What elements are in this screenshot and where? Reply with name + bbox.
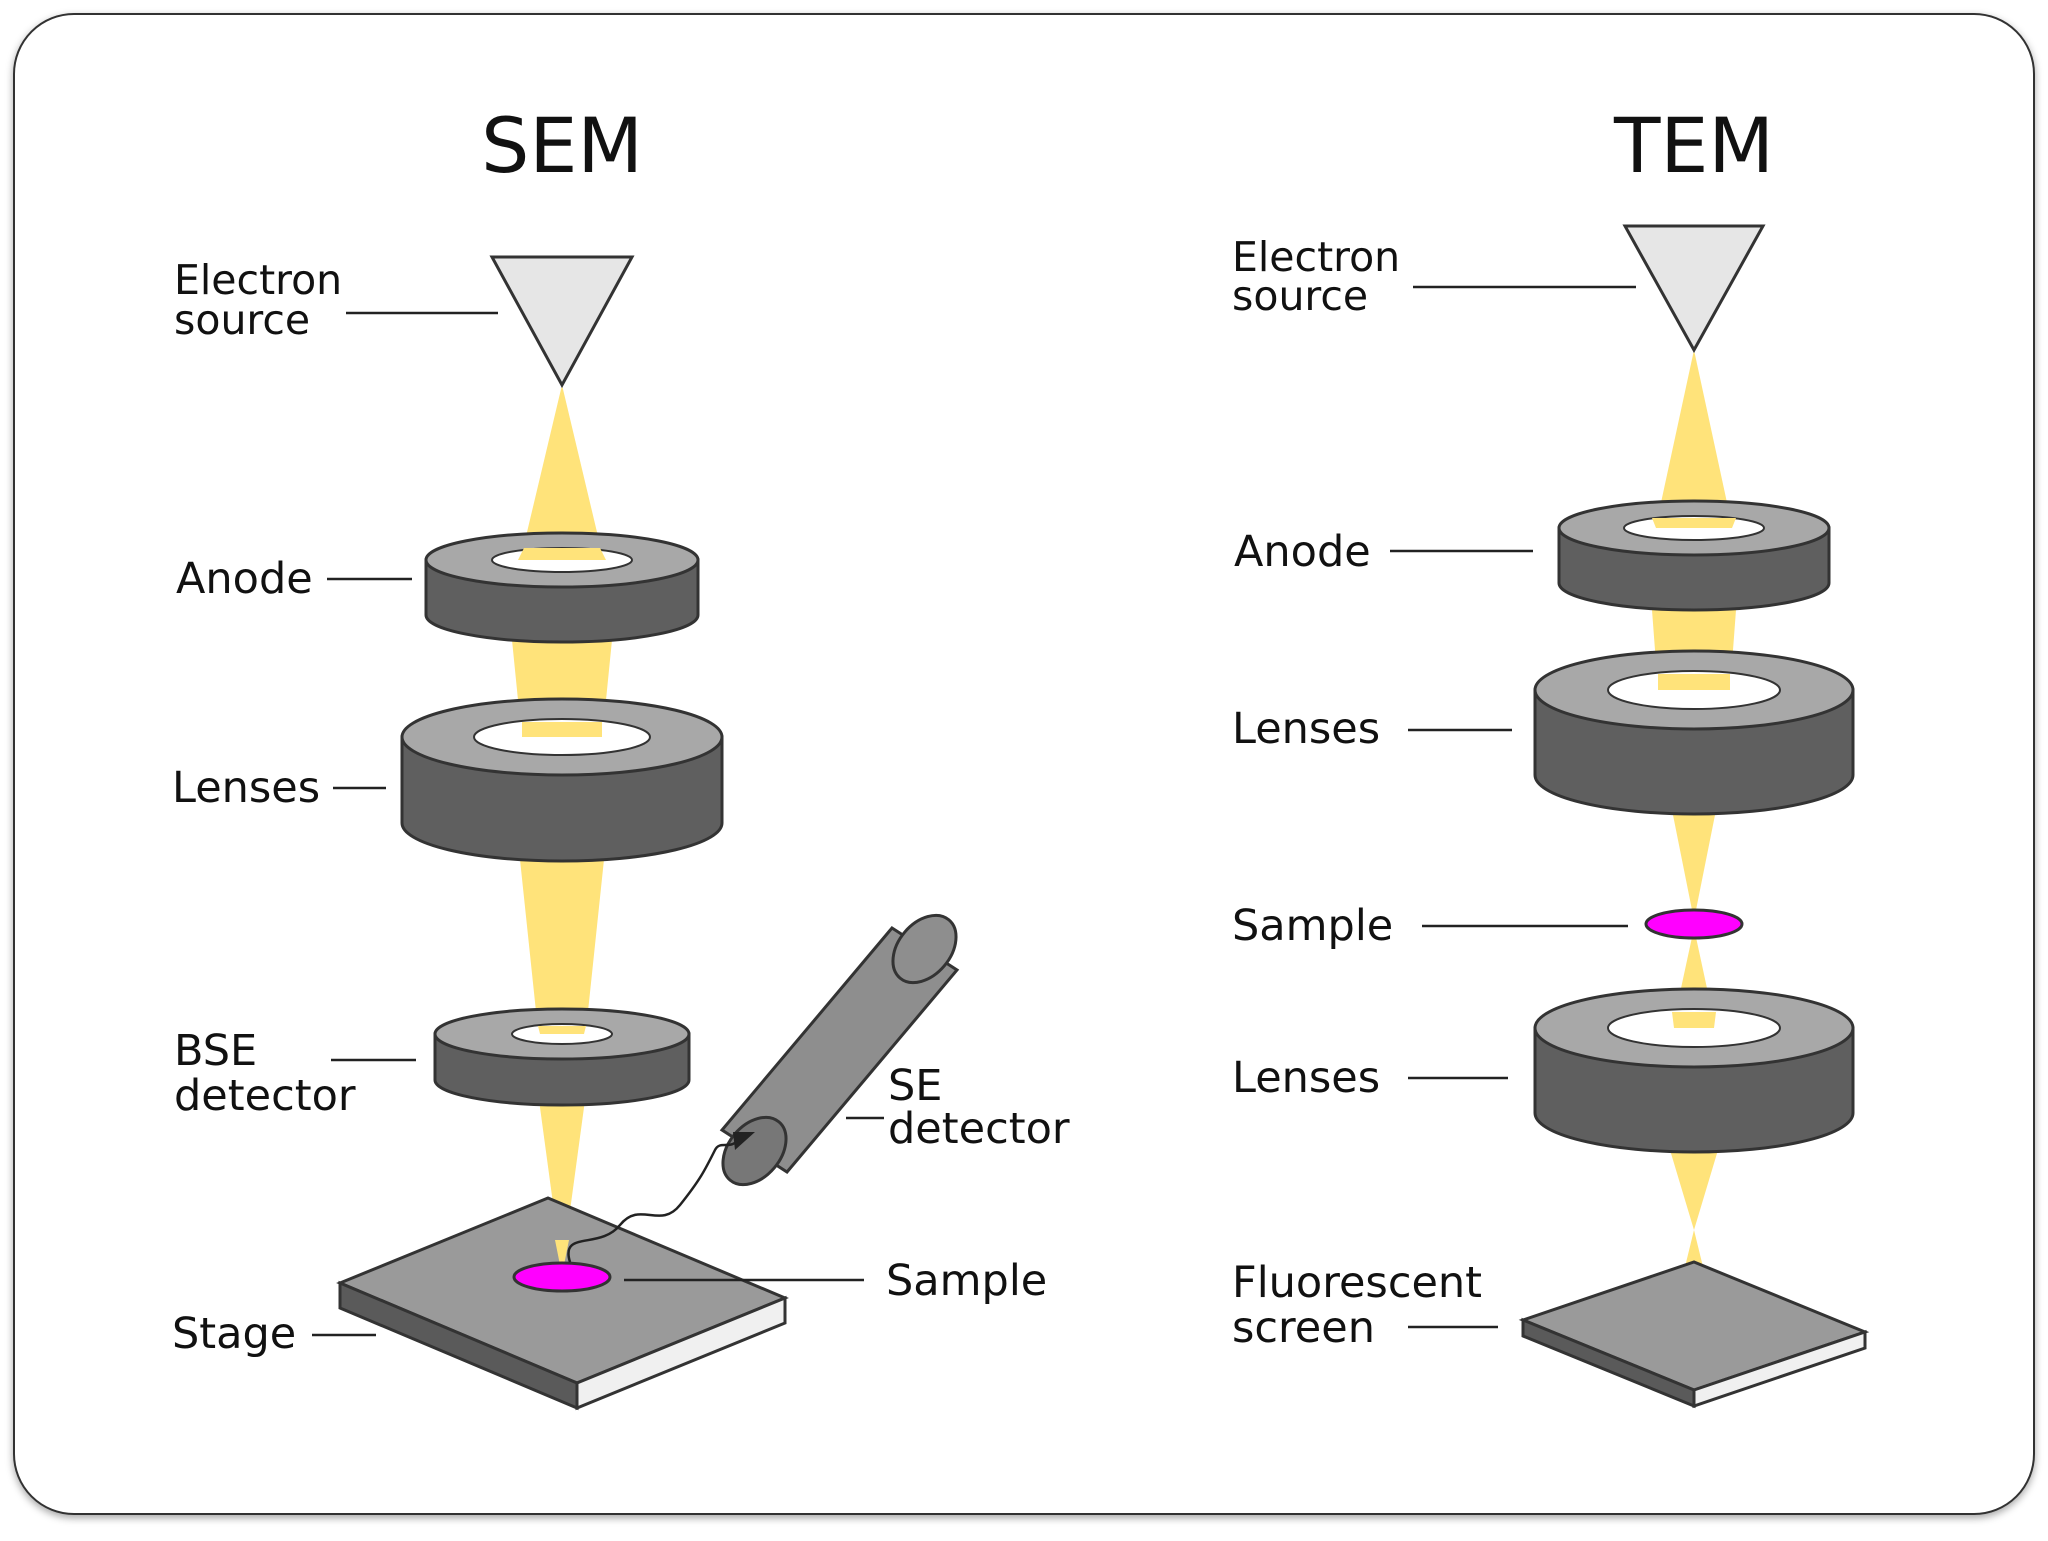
sem-label-se-1: SE xyxy=(888,1061,942,1111)
slide-frame xyxy=(13,13,2035,1515)
sem-diagram: SEM xyxy=(172,101,1070,1411)
sem-sample xyxy=(512,1261,612,1293)
tem-label-screen-1: Fluorescent xyxy=(1232,1258,1482,1308)
sem-title: SEM xyxy=(481,101,643,190)
tem-beam-5 xyxy=(1670,1150,1718,1230)
sem-label-stage: Stage xyxy=(172,1309,296,1359)
sem-anode xyxy=(424,531,700,644)
tem-lenses-2 xyxy=(1533,987,1855,1154)
sem-se-signal xyxy=(567,1139,739,1263)
tem-label-anode: Anode xyxy=(1234,527,1371,577)
sem-beam-4 xyxy=(539,1100,585,1270)
sem-label-anode: Anode xyxy=(176,554,313,604)
tem-label-screen-2: screen xyxy=(1232,1303,1375,1353)
tem-label-lenses-1: Lenses xyxy=(1232,704,1380,754)
sem-beam-3 xyxy=(519,850,605,1040)
tem-label-electron-source-1: Electron xyxy=(1232,233,1400,281)
tem-label-lenses-2: Lenses xyxy=(1232,1053,1380,1103)
sem-electron-source xyxy=(489,255,635,389)
tem-beam-1 xyxy=(1654,350,1734,535)
sem-label-lenses: Lenses xyxy=(172,763,320,813)
tem-beam-3 xyxy=(1672,810,1716,920)
tem-anode xyxy=(1557,499,1831,612)
sem-labels: Electron source Anode Lenses BSE detecto… xyxy=(172,256,1070,1359)
tem-label-electron-source-2: source xyxy=(1232,272,1368,320)
sem-leader-lines xyxy=(312,311,884,1337)
tem-sample xyxy=(1644,908,1744,940)
sem-label-electron-source-1: Electron xyxy=(174,256,342,304)
tem-leader-lines xyxy=(1390,285,1636,1329)
sem-label-se-2: detector xyxy=(888,1104,1070,1154)
sem-lenses xyxy=(400,697,724,863)
tem-lenses-1 xyxy=(1533,649,1855,816)
tem-fluorescent-screen xyxy=(1518,1260,1870,1409)
sem-label-electron-source-2: source xyxy=(174,296,310,344)
tem-electron-source xyxy=(1622,224,1766,354)
sem-bse-detector xyxy=(433,1007,691,1107)
sem-beam-1 xyxy=(518,385,606,570)
tem-title: TEM xyxy=(1613,101,1774,190)
sem-label-bse-1: BSE xyxy=(174,1026,257,1076)
tem-label-sample: Sample xyxy=(1232,901,1393,951)
tem-labels: Electron source Anode Lenses Sample Lens… xyxy=(1232,233,1482,1353)
tem-diagram: TEM xyxy=(1232,101,1870,1409)
sem-label-sample: Sample xyxy=(886,1256,1047,1306)
sem-label-bse-2: detector xyxy=(174,1071,356,1121)
